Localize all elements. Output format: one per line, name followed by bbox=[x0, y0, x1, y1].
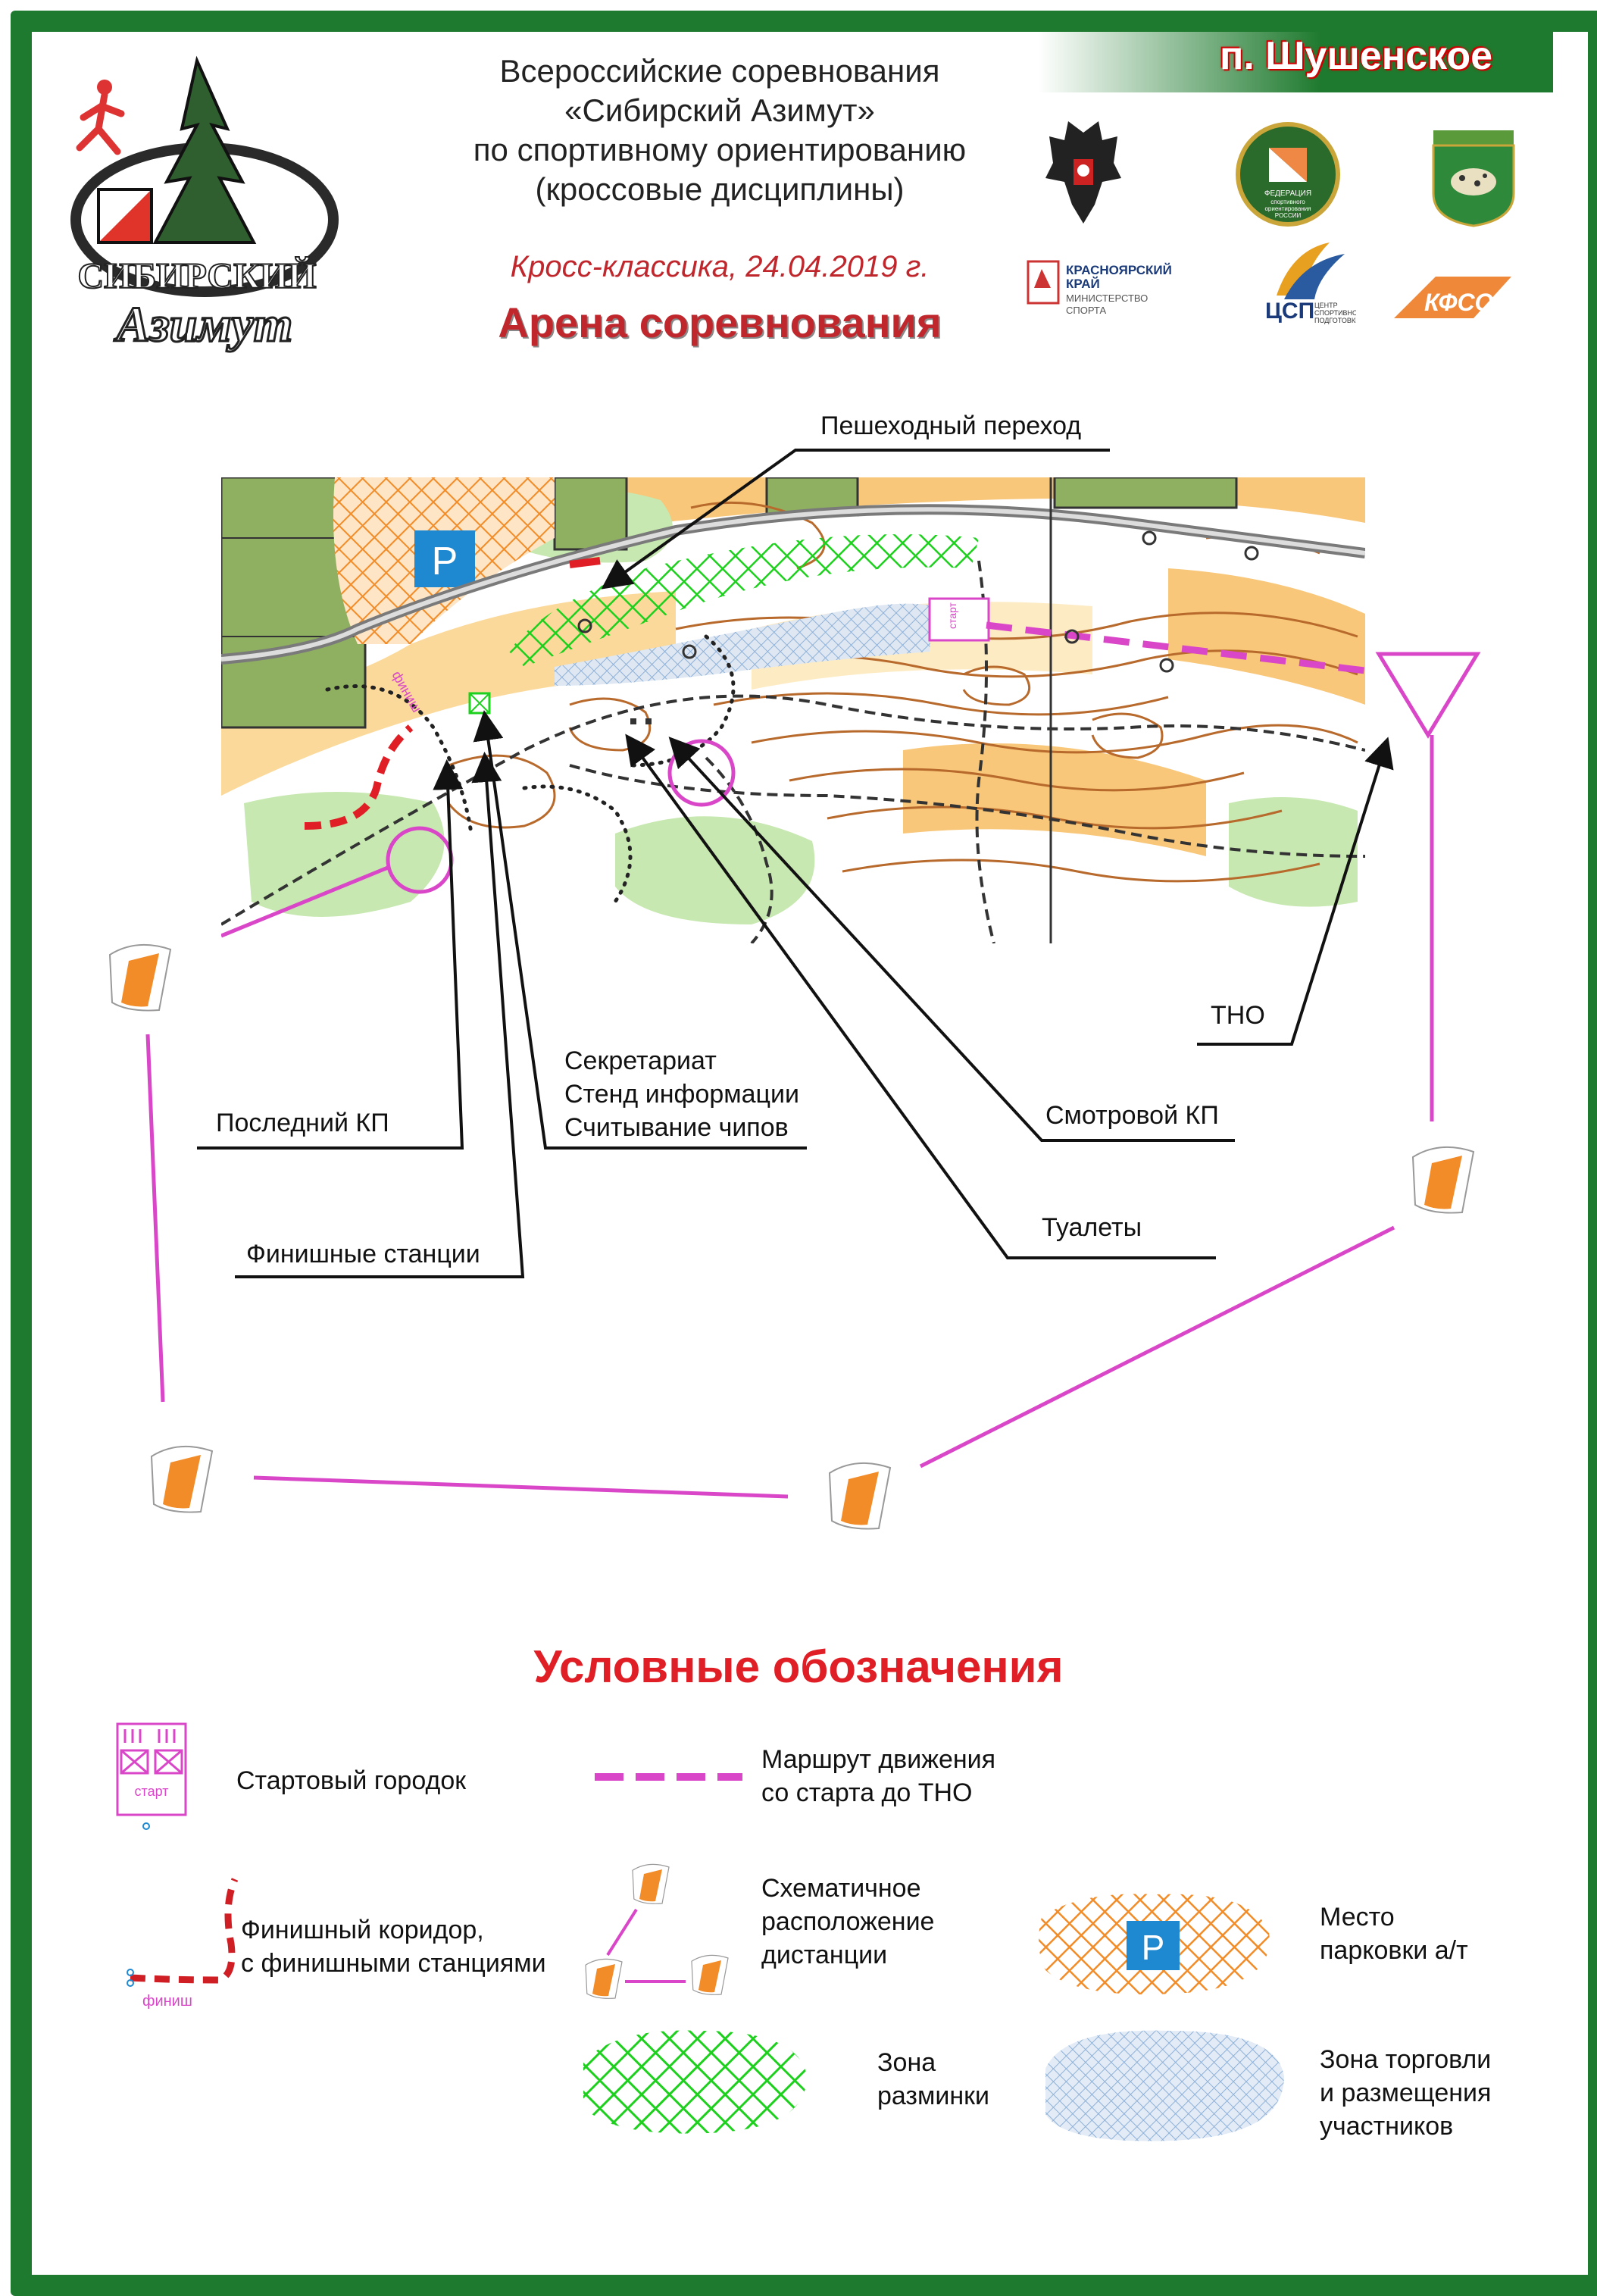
title-line-1: Всероссийские соревнования bbox=[499, 53, 940, 89]
federation-logo: ФЕДЕРАЦИЯ спортивного ориентирования РОС… bbox=[1235, 121, 1341, 227]
legend-schematic-3: дистанции bbox=[761, 1941, 888, 1969]
svg-text:спортивного: спортивного bbox=[1270, 199, 1305, 205]
russia-emblem-icon bbox=[1042, 117, 1125, 235]
csp-logo: ЦСП ЦЕНТР СПОРТИВНОЙ ПОДГОТОВКИ bbox=[1261, 235, 1363, 326]
finish-corridor-icon: финиш bbox=[121, 1875, 258, 2019]
svg-text:ПОДГОТОВКИ: ПОДГОТОВКИ bbox=[1314, 317, 1356, 324]
header-title: Всероссийские соревнования «Сибирский Аз… bbox=[424, 52, 1015, 209]
control-flag-icon bbox=[826, 1456, 894, 1536]
title-line-3: по спортивному ориентированию bbox=[473, 132, 967, 167]
legend-schematic: Схематичное расположение дистанции bbox=[761, 1872, 934, 1972]
shushenskoe-coat-of-arms bbox=[1432, 129, 1515, 227]
legend-finish-corridor-1: Финишный коридор, bbox=[241, 1916, 484, 1944]
legend-title: Условные обозначения bbox=[533, 1641, 1064, 1692]
krasnoyarsk-ministry-logo: КРАСНОЯРСКИЙ КРАЙ МИНИСТЕРСТВО СПОРТА bbox=[1027, 258, 1224, 318]
legend-trade-2: и размещения bbox=[1320, 2079, 1492, 2107]
event-subtitle: Кросс-классика, 24.04.2019 г. bbox=[510, 250, 930, 283]
schematic-course-icon bbox=[583, 1860, 735, 2016]
legend-start-town: Стартовый городок bbox=[236, 1766, 467, 1795]
svg-text:ЦЕНТР: ЦЕНТР bbox=[1314, 302, 1338, 309]
title-line-4: (кроссовые дисциплины) bbox=[535, 171, 905, 207]
tno-triangle-icon bbox=[1375, 650, 1481, 745]
legend-finish-corridor-2: с финишными станциями bbox=[241, 1949, 546, 1978]
control-flag-icon bbox=[106, 938, 174, 1018]
svg-text:КРАСНОЯРСКИЙ: КРАСНОЯРСКИЙ bbox=[1066, 263, 1172, 277]
legend-warmup-1: Зона bbox=[877, 2048, 936, 2077]
label-view-cp: Смотровой КП bbox=[1045, 1101, 1219, 1130]
legend-schematic-2: расположение bbox=[761, 1907, 935, 1936]
label-secretariat-2: Стенд информации bbox=[564, 1080, 800, 1109]
legend-parking-1: Место bbox=[1320, 1903, 1395, 1932]
svg-text:СПОРТА: СПОРТА bbox=[1066, 305, 1106, 316]
trade-zone-icon bbox=[1034, 2023, 1292, 2152]
legend-warmup-2: разминки bbox=[877, 2082, 990, 2110]
legend-parking: Место парковки а/т bbox=[1320, 1900, 1468, 1967]
svg-text:старт: старт bbox=[135, 1784, 169, 1799]
label-toilets: Туалеты bbox=[1042, 1213, 1142, 1242]
legend-trade-1: Зона торговли bbox=[1320, 2045, 1492, 2074]
parking-letter: P bbox=[432, 540, 458, 583]
label-last-cp: Последний КП bbox=[216, 1109, 389, 1137]
warmup-zone-icon bbox=[572, 2023, 814, 2144]
svg-text:финиш: финиш bbox=[142, 1993, 192, 2010]
logo-text-1: СИБИРСКИЙ bbox=[77, 256, 316, 296]
svg-text:КРАЙ: КРАЙ bbox=[1066, 277, 1100, 291]
legend-trade-3: участников bbox=[1320, 2112, 1454, 2141]
svg-text:КФСО: КФСО bbox=[1424, 289, 1494, 316]
label-tno: ТНО bbox=[1211, 1001, 1265, 1030]
logo-text-2: Азимут bbox=[114, 297, 292, 352]
route-dash-icon bbox=[595, 1769, 742, 1788]
title-line-2: «Сибирский Азимут» bbox=[564, 92, 875, 128]
legend-route-2: со старта до ТНО bbox=[761, 1778, 973, 1807]
kfso-logo: КФСО bbox=[1390, 269, 1515, 326]
label-secretariat-1: Секретариат bbox=[564, 1046, 717, 1075]
svg-text:ФЕДЕРАЦИЯ: ФЕДЕРАЦИЯ bbox=[1264, 189, 1311, 198]
legend-route-1: Маршрут движения bbox=[761, 1745, 996, 1774]
legend-parking-2: парковки а/т bbox=[1320, 1936, 1468, 1965]
label-secretariat: Секретариат Стенд информации Считывание … bbox=[564, 1044, 799, 1144]
svg-text:СПОРТИВНОЙ: СПОРТИВНОЙ bbox=[1314, 308, 1356, 317]
control-flag-icon bbox=[1409, 1140, 1477, 1220]
arena-title: Арена соревнования bbox=[498, 299, 942, 346]
label-finish-stations: Финишные станции bbox=[246, 1240, 480, 1268]
svg-text:ЦСП: ЦСП bbox=[1265, 299, 1314, 324]
label-crossing: Пешеходный переход bbox=[820, 411, 1082, 440]
legend-schematic-1: Схематичное bbox=[761, 1874, 921, 1903]
legend-route: Маршрут движения со старта до ТНО bbox=[761, 1743, 995, 1810]
map-start-label: старт bbox=[946, 602, 958, 629]
legend-finish-corridor: Финишный коридор, с финишными станциями bbox=[241, 1913, 546, 1980]
place-banner bbox=[1038, 32, 1553, 92]
svg-text:P: P bbox=[1142, 1928, 1165, 1967]
control-flag-icon bbox=[148, 1440, 216, 1519]
legend-trade: Зона торговли и размещения участников bbox=[1320, 2043, 1491, 2143]
label-secretariat-3: Считывание чипов bbox=[564, 1113, 789, 1142]
svg-text:РОССИИ: РОССИИ bbox=[1275, 212, 1302, 219]
legend-warmup: Зона разминки bbox=[877, 2046, 989, 2113]
svg-text:ориентирования: ориентирования bbox=[1264, 205, 1311, 212]
sib-azimut-logo: СИБИРСКИЙ Азимут bbox=[45, 45, 348, 364]
svg-text:МИНИСТЕРСТВО: МИНИСТЕРСТВО bbox=[1066, 292, 1148, 304]
start-town-icon: старт bbox=[114, 1720, 189, 1838]
place-name: п. Шушенское bbox=[1220, 34, 1493, 78]
parking-legend-icon: P bbox=[1034, 1887, 1277, 2004]
arena-map: P bbox=[220, 476, 1366, 945]
